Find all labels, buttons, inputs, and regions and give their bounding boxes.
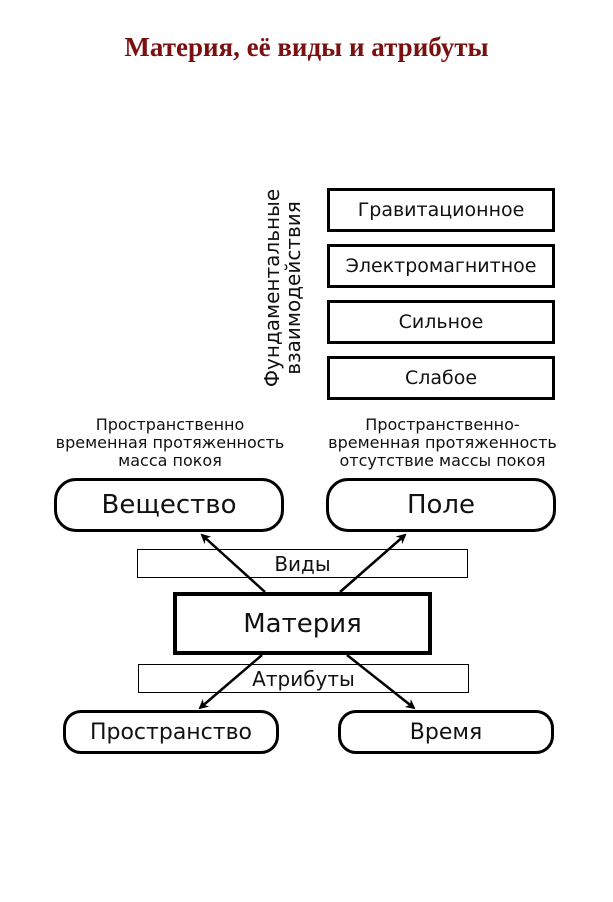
time-node: Время xyxy=(338,710,554,754)
interaction-weak: Слабое xyxy=(327,356,555,400)
interaction-strong: Сильное xyxy=(327,300,555,344)
matter-node: Материя xyxy=(173,592,432,655)
interaction-electromagnetic: Электромагнитное xyxy=(327,244,555,288)
space-node: Пространство xyxy=(63,710,279,754)
field-description: Пространственно- временная протяженность… xyxy=(305,416,580,470)
arrow-to-field xyxy=(339,533,407,593)
arrow-to-substance xyxy=(200,533,266,593)
attributes-band: Атрибуты xyxy=(138,664,469,693)
arrow-to-space xyxy=(198,654,263,710)
field-description-line: отсутствие массы покоя xyxy=(339,451,546,470)
page-title: Материя, её виды и атрибуты xyxy=(124,32,489,62)
field-description-line: Пространственно- xyxy=(365,415,520,434)
substance-description-line: масса покоя xyxy=(118,451,222,470)
field-node: Поле xyxy=(326,478,556,532)
substance-description: Пространственно временная протяженность … xyxy=(40,416,300,470)
arrow-to-time xyxy=(346,654,416,710)
types-band: Виды xyxy=(137,549,468,578)
field-description-line: временная протяженность xyxy=(328,433,557,452)
interaction-gravitational: Гравитационное xyxy=(327,188,555,232)
substance-node: Вещество xyxy=(54,478,284,532)
substance-description-line: Пространственно xyxy=(95,415,245,434)
substance-description-line: временная протяженность xyxy=(55,433,285,452)
